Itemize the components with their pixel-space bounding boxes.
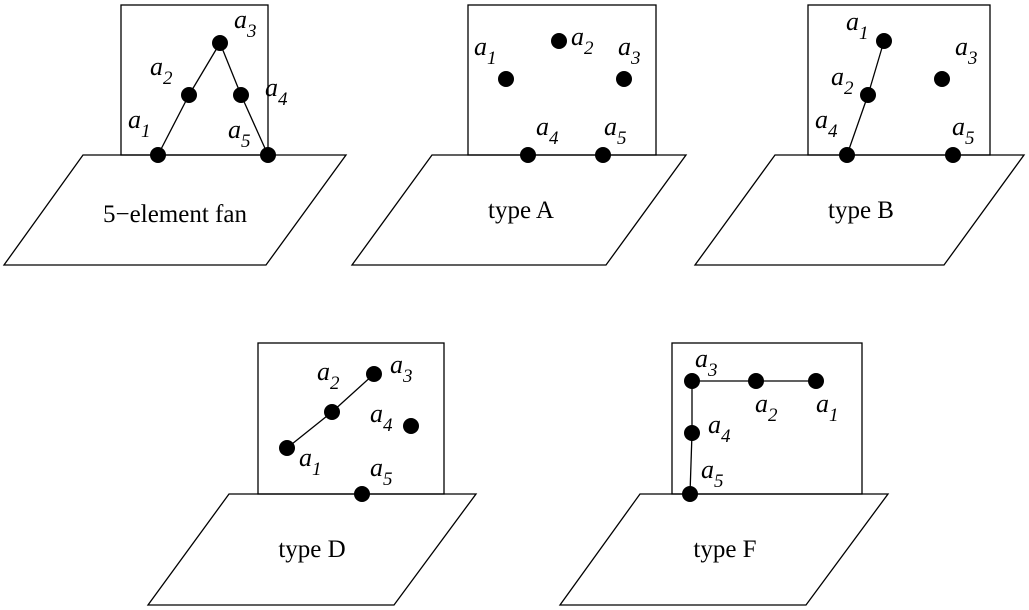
diagram-type-b: type B a1 a2 a3 a4 a5 xyxy=(693,4,1026,266)
type-f-node-a5 xyxy=(682,486,698,502)
type-a-label-a1: a1 xyxy=(474,32,497,69)
type-d-caption: type D xyxy=(278,536,345,563)
type-b-label-a3: a3 xyxy=(955,32,978,69)
type-a-node-a1 xyxy=(498,71,514,87)
fan-edge-a4-a5 xyxy=(240,94,269,156)
type-d-label-a2: a2 xyxy=(317,357,340,394)
type-b-label-a5: a5 xyxy=(952,112,975,149)
fan-base-plane xyxy=(2,154,348,266)
type-b-node-a3 xyxy=(934,71,950,87)
type-d-node-a5 xyxy=(354,486,370,502)
type-d-base-plane xyxy=(146,493,478,606)
type-d-label-a5: a5 xyxy=(370,453,393,490)
type-d-node-a2 xyxy=(324,404,340,420)
type-b-caption: type B xyxy=(828,197,894,224)
type-b-node-a2 xyxy=(860,87,876,103)
type-f-label-a4: a4 xyxy=(708,410,731,447)
fan-label-a1: a1 xyxy=(128,105,151,142)
type-b-edge-a4-a2 xyxy=(846,94,869,156)
fan-label-a3: a3 xyxy=(234,5,257,42)
fan-label-a4: a4 xyxy=(265,73,288,110)
diagram-type-a: type A a1 a2 a3 a4 a5 xyxy=(350,4,688,266)
fan-label-a5: a5 xyxy=(228,115,251,152)
type-d-node-a3 xyxy=(366,366,382,382)
diagram-type-f: type F a1 a2 a3 a4 a5 xyxy=(558,342,890,606)
type-b-base-plane xyxy=(693,154,1026,266)
fan-edge-a3-a4 xyxy=(219,42,242,96)
type-f-edge-a4-a5 xyxy=(689,432,693,495)
type-a-node-a2 xyxy=(551,33,567,49)
fan-caption: 5−element fan xyxy=(103,201,247,228)
fan-node-a4 xyxy=(233,87,249,103)
type-d-label-a4: a4 xyxy=(370,399,393,436)
fan-edge-a2-a3 xyxy=(188,42,221,96)
type-f-caption: type F xyxy=(693,536,756,563)
type-b-node-a4 xyxy=(839,147,855,163)
type-a-caption: type A xyxy=(488,197,554,224)
type-b-label-a2: a2 xyxy=(831,62,854,99)
fan-node-a5 xyxy=(260,147,276,163)
fan-node-a3 xyxy=(212,35,228,51)
type-f-node-a2 xyxy=(748,373,764,389)
type-d-label-a3: a3 xyxy=(390,350,413,387)
type-b-node-a5 xyxy=(945,147,961,163)
type-f-node-a4 xyxy=(684,425,700,441)
type-d-node-a1 xyxy=(279,440,295,456)
type-a-label-a5: a5 xyxy=(604,112,627,149)
fan-label-a2: a2 xyxy=(150,52,173,89)
fan-edge-a1-a2 xyxy=(157,94,190,156)
diagram-type-d: type D a1 a2 a3 a4 a5 xyxy=(146,342,478,606)
type-a-node-a3 xyxy=(616,71,632,87)
fan-node-a2 xyxy=(181,87,197,103)
diagram-fan: 5−element fan a1 a2 a3 a4 a5 xyxy=(2,4,348,266)
type-b-node-a1 xyxy=(876,33,892,49)
type-a-label-a2: a2 xyxy=(571,22,594,59)
type-b-label-a4: a4 xyxy=(815,105,838,142)
type-f-label-a5: a5 xyxy=(701,455,724,492)
type-f-label-a2: a2 xyxy=(755,389,778,426)
type-d-label-a1: a1 xyxy=(299,443,322,480)
type-f-base-plane xyxy=(558,493,890,606)
fan-node-a1 xyxy=(150,147,166,163)
type-d-edge-a1-a2 xyxy=(286,411,333,449)
type-b-edge-a2-a1 xyxy=(867,40,885,96)
type-d-edge-a2-a3 xyxy=(331,373,375,413)
type-f-node-a1 xyxy=(808,373,824,389)
type-a-label-a3: a3 xyxy=(618,32,641,69)
type-d-vertical-plane xyxy=(257,342,445,495)
type-a-node-a5 xyxy=(595,147,611,163)
type-a-node-a4 xyxy=(520,147,536,163)
type-f-label-a3: a3 xyxy=(695,344,718,381)
type-f-label-a1: a1 xyxy=(816,389,839,426)
type-f-node-a3 xyxy=(684,373,700,389)
type-b-label-a1: a1 xyxy=(846,7,869,44)
type-d-node-a4 xyxy=(403,418,419,434)
type-a-label-a4: a4 xyxy=(536,112,559,149)
